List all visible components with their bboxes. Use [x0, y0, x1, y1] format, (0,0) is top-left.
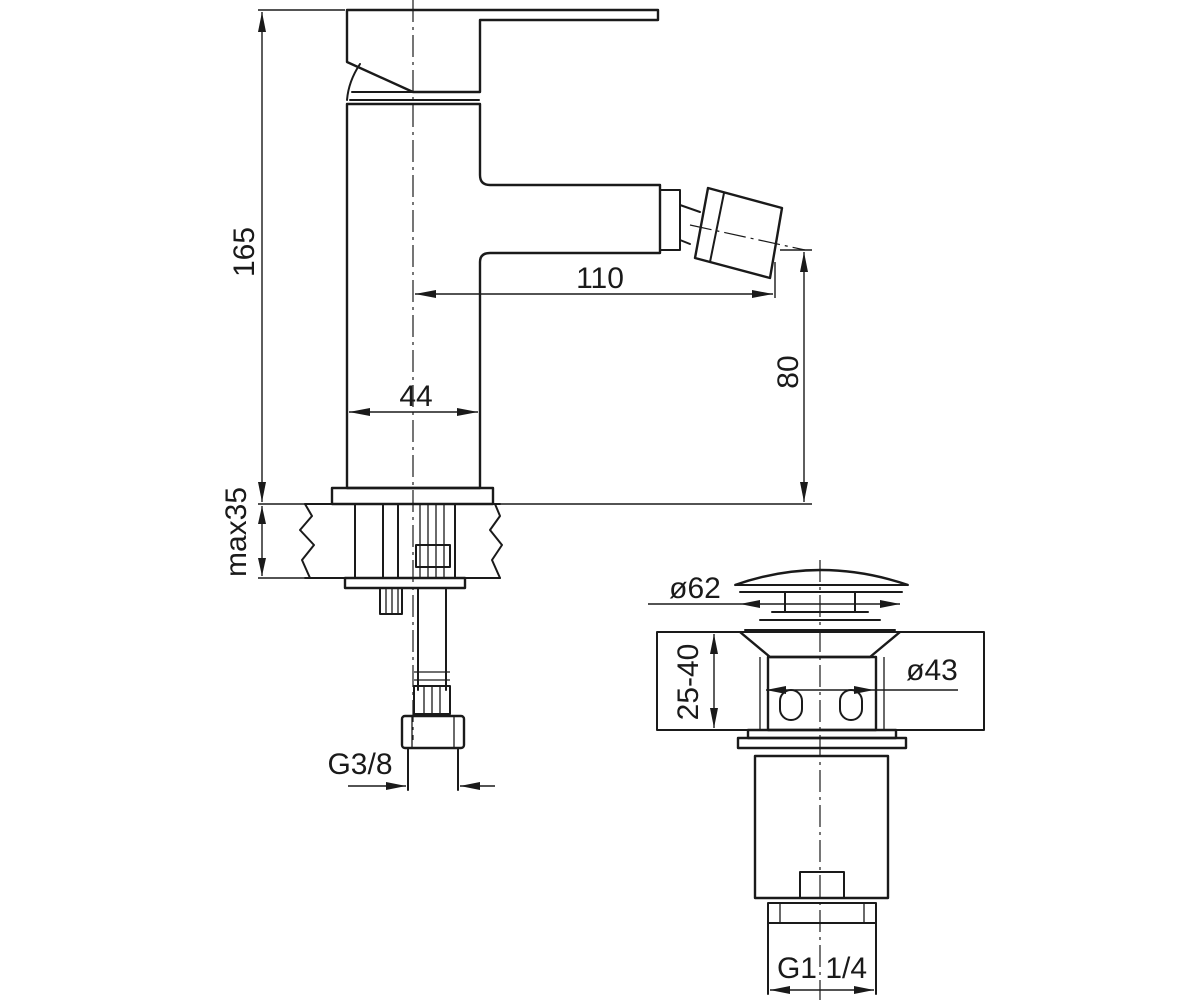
label-d43: ø43 [906, 654, 958, 687]
label-110: 110 [576, 262, 624, 295]
dimension-waste-thread: G1 1/4 [770, 952, 874, 994]
waste-deck-section [656, 631, 985, 750]
dimension-deck-range: 25-40 [672, 634, 718, 728]
waste-cap [734, 568, 909, 631]
label-165: 165 [228, 227, 261, 277]
waste-body [753, 754, 890, 995]
label-44: 44 [399, 380, 432, 413]
dimension-thread: G3/8 [327, 748, 495, 790]
mixer-body [330, 8, 806, 506]
dimension-body-diameter: 44 [349, 380, 478, 416]
label-d62: ø62 [669, 572, 721, 605]
dimension-cap-diameter: ø62 [648, 572, 900, 608]
dimension-height: 165 [228, 9, 345, 505]
label-g1-1-4: G1 1/4 [777, 952, 867, 985]
label-max35: max35 [220, 487, 253, 577]
dimension-reach: 110 [415, 262, 776, 298]
counter-section [299, 503, 503, 615]
label-80: 80 [772, 355, 805, 388]
dimension-max-deck: max35 [220, 487, 305, 579]
flexible-hose [400, 587, 466, 791]
dimension-body-diameter-waste: ø43 [766, 654, 958, 694]
label-g3-8: G3/8 [327, 748, 392, 781]
dimension-spout-height: 80 [493, 249, 812, 505]
label-25-40: 25-40 [672, 644, 705, 721]
